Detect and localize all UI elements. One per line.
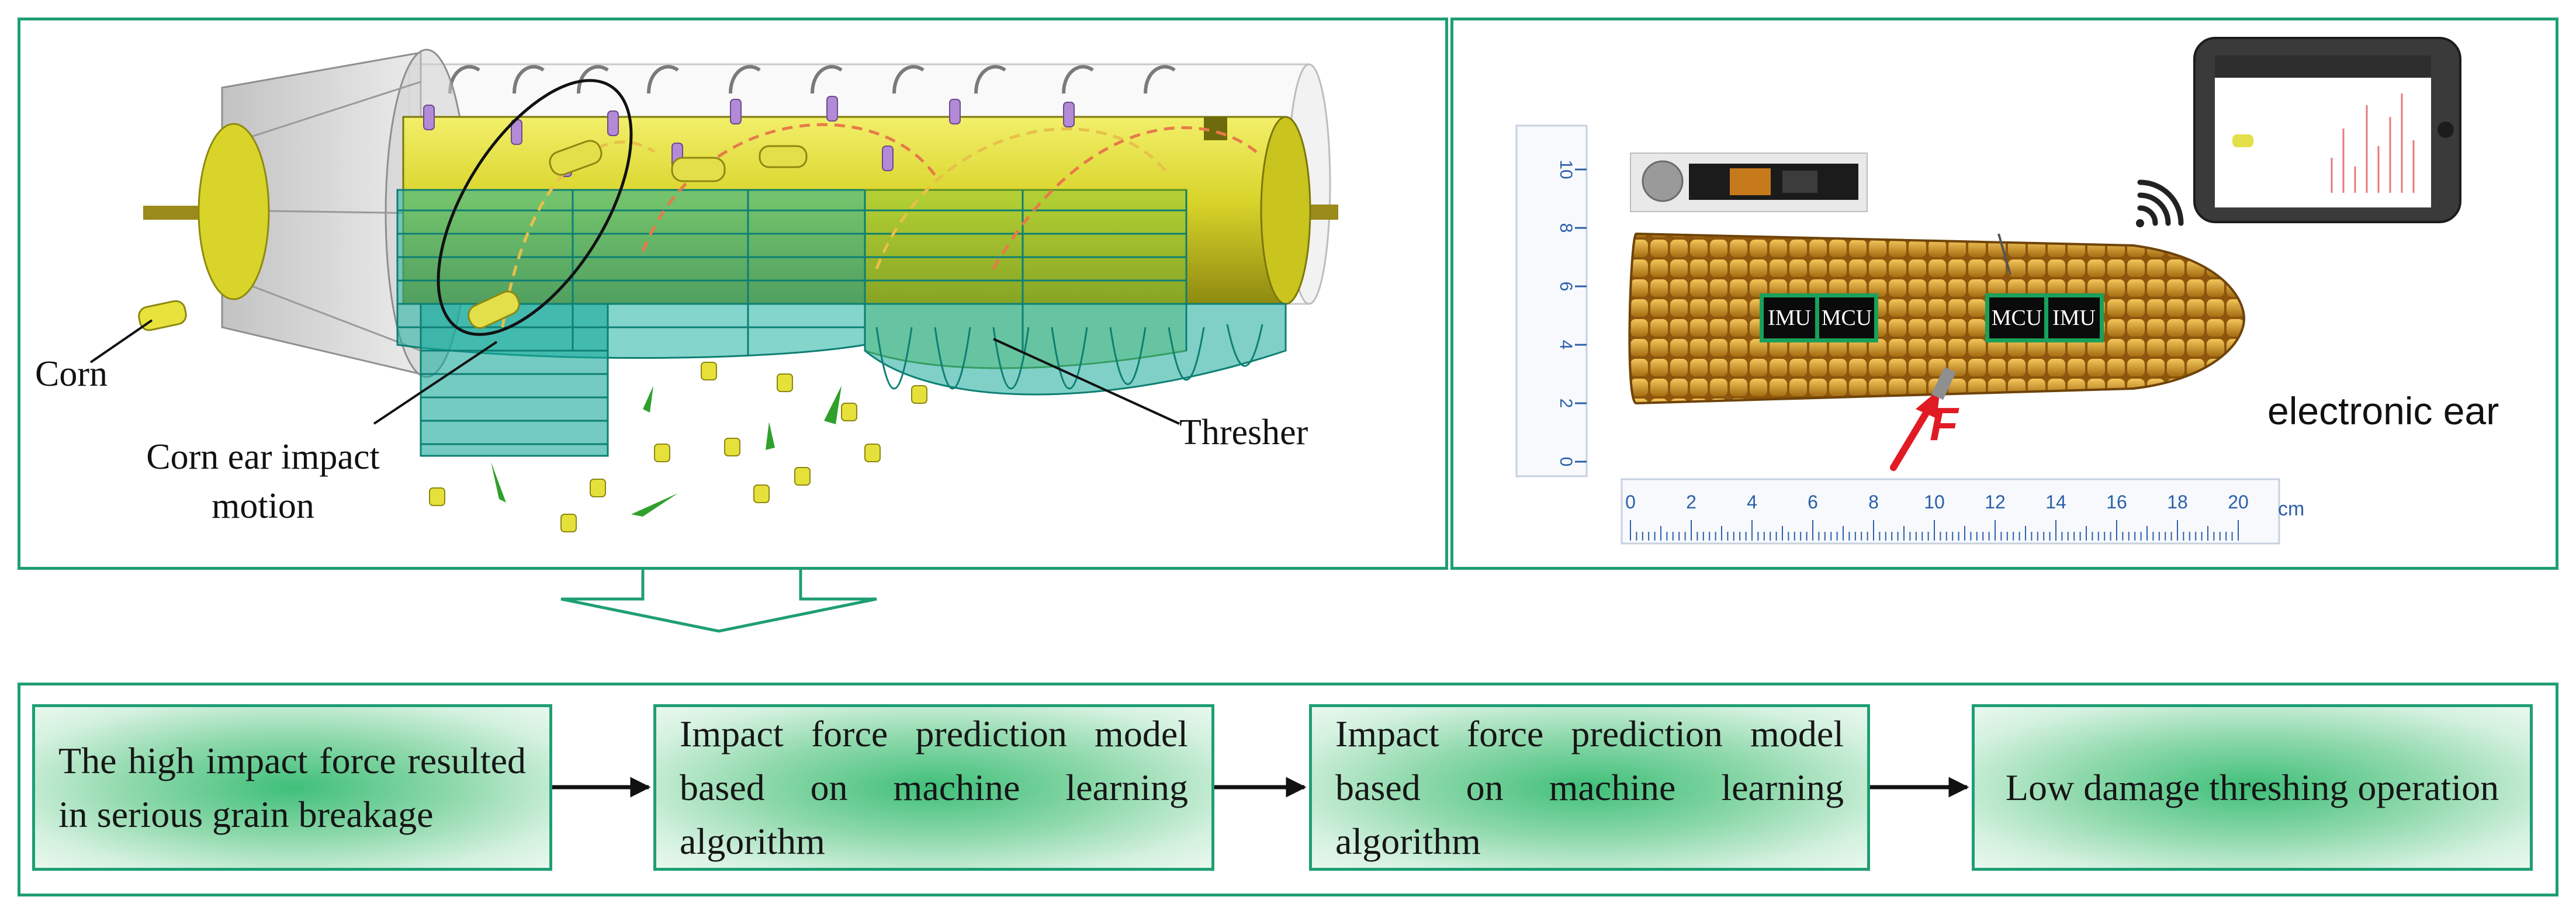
hruler-label-8: 8 — [1868, 491, 1879, 513]
sensor-board — [1630, 153, 1868, 212]
vruler-label-10: 10 — [1556, 160, 1576, 179]
corn-ears-inside — [468, 140, 808, 329]
force-label: F — [1930, 398, 1958, 450]
hruler-label-2: 2 — [1686, 491, 1696, 513]
concave-screen — [396, 189, 1287, 457]
hruler-label-6: 6 — [1808, 491, 1818, 513]
unit-label: cm — [2278, 498, 2305, 520]
imu-chip-right: IMU — [2044, 293, 2104, 342]
hruler-label-4: 4 — [1747, 491, 1757, 513]
tablet-device — [2193, 37, 2461, 223]
hruler-label-20: 20 — [2228, 491, 2249, 513]
vruler-label-0: 0 — [1556, 457, 1576, 467]
flow-step-2-text: Impact force prediction model based on m… — [680, 712, 1188, 862]
corn-ear — [1628, 232, 2246, 405]
wireless-signal-icon — [2136, 179, 2184, 227]
vertical-ruler — [1515, 124, 1588, 477]
hruler-label-14: 14 — [2045, 491, 2066, 513]
flow-step-3: Impact force prediction model based on m… — [1309, 704, 1870, 871]
flow-step-4-text: Low damage threshing operation — [2005, 766, 2499, 808]
hruler-label-16: 16 — [2106, 491, 2127, 513]
flow-step-1: The high impact force resulted in seriou… — [32, 704, 552, 871]
down-arrow — [560, 570, 877, 633]
vruler-label-6: 6 — [1556, 282, 1576, 292]
impact-zone-ellipse — [437, 79, 633, 336]
electronic-ear-label: electronic ear — [2267, 389, 2499, 432]
hruler-label-18: 18 — [2167, 491, 2188, 513]
flow-step-4: Low damage threshing operation — [1972, 704, 2533, 871]
mcu-chip-right: MCU — [1985, 293, 2048, 342]
mcu-chip-left: MCU — [1815, 293, 1878, 342]
flow-step-3-text: Impact force prediction model based on m… — [1335, 712, 1844, 862]
impact-trajectories — [501, 123, 1258, 328]
flow-step-2: Impact force prediction model based on m… — [653, 704, 1214, 871]
hruler-label-10: 10 — [1924, 491, 1945, 513]
imu-chip-left: IMU — [1760, 293, 1819, 342]
falling-debris — [429, 362, 927, 532]
force-arrow — [1890, 366, 1956, 471]
vruler-label-2: 2 — [1556, 399, 1576, 408]
hruler-label-12: 12 — [1985, 491, 2006, 513]
leader-lines — [89, 319, 1180, 425]
impact-motion-label: Corn ear impact motion — [146, 437, 380, 526]
external-corn — [138, 300, 187, 331]
corn-label: Corn — [35, 354, 108, 394]
hruler-label-0: 0 — [1625, 491, 1636, 513]
flow-step-1-text: The high impact force resulted in seriou… — [58, 739, 526, 835]
vruler-label-4: 4 — [1556, 340, 1576, 350]
horizontal-ruler — [1621, 478, 2280, 545]
thresher-label: Thresher — [1179, 413, 1308, 452]
sensor-leader — [1997, 233, 2011, 275]
vruler-label-8: 8 — [1556, 223, 1576, 233]
guide-hooks — [448, 65, 1176, 94]
